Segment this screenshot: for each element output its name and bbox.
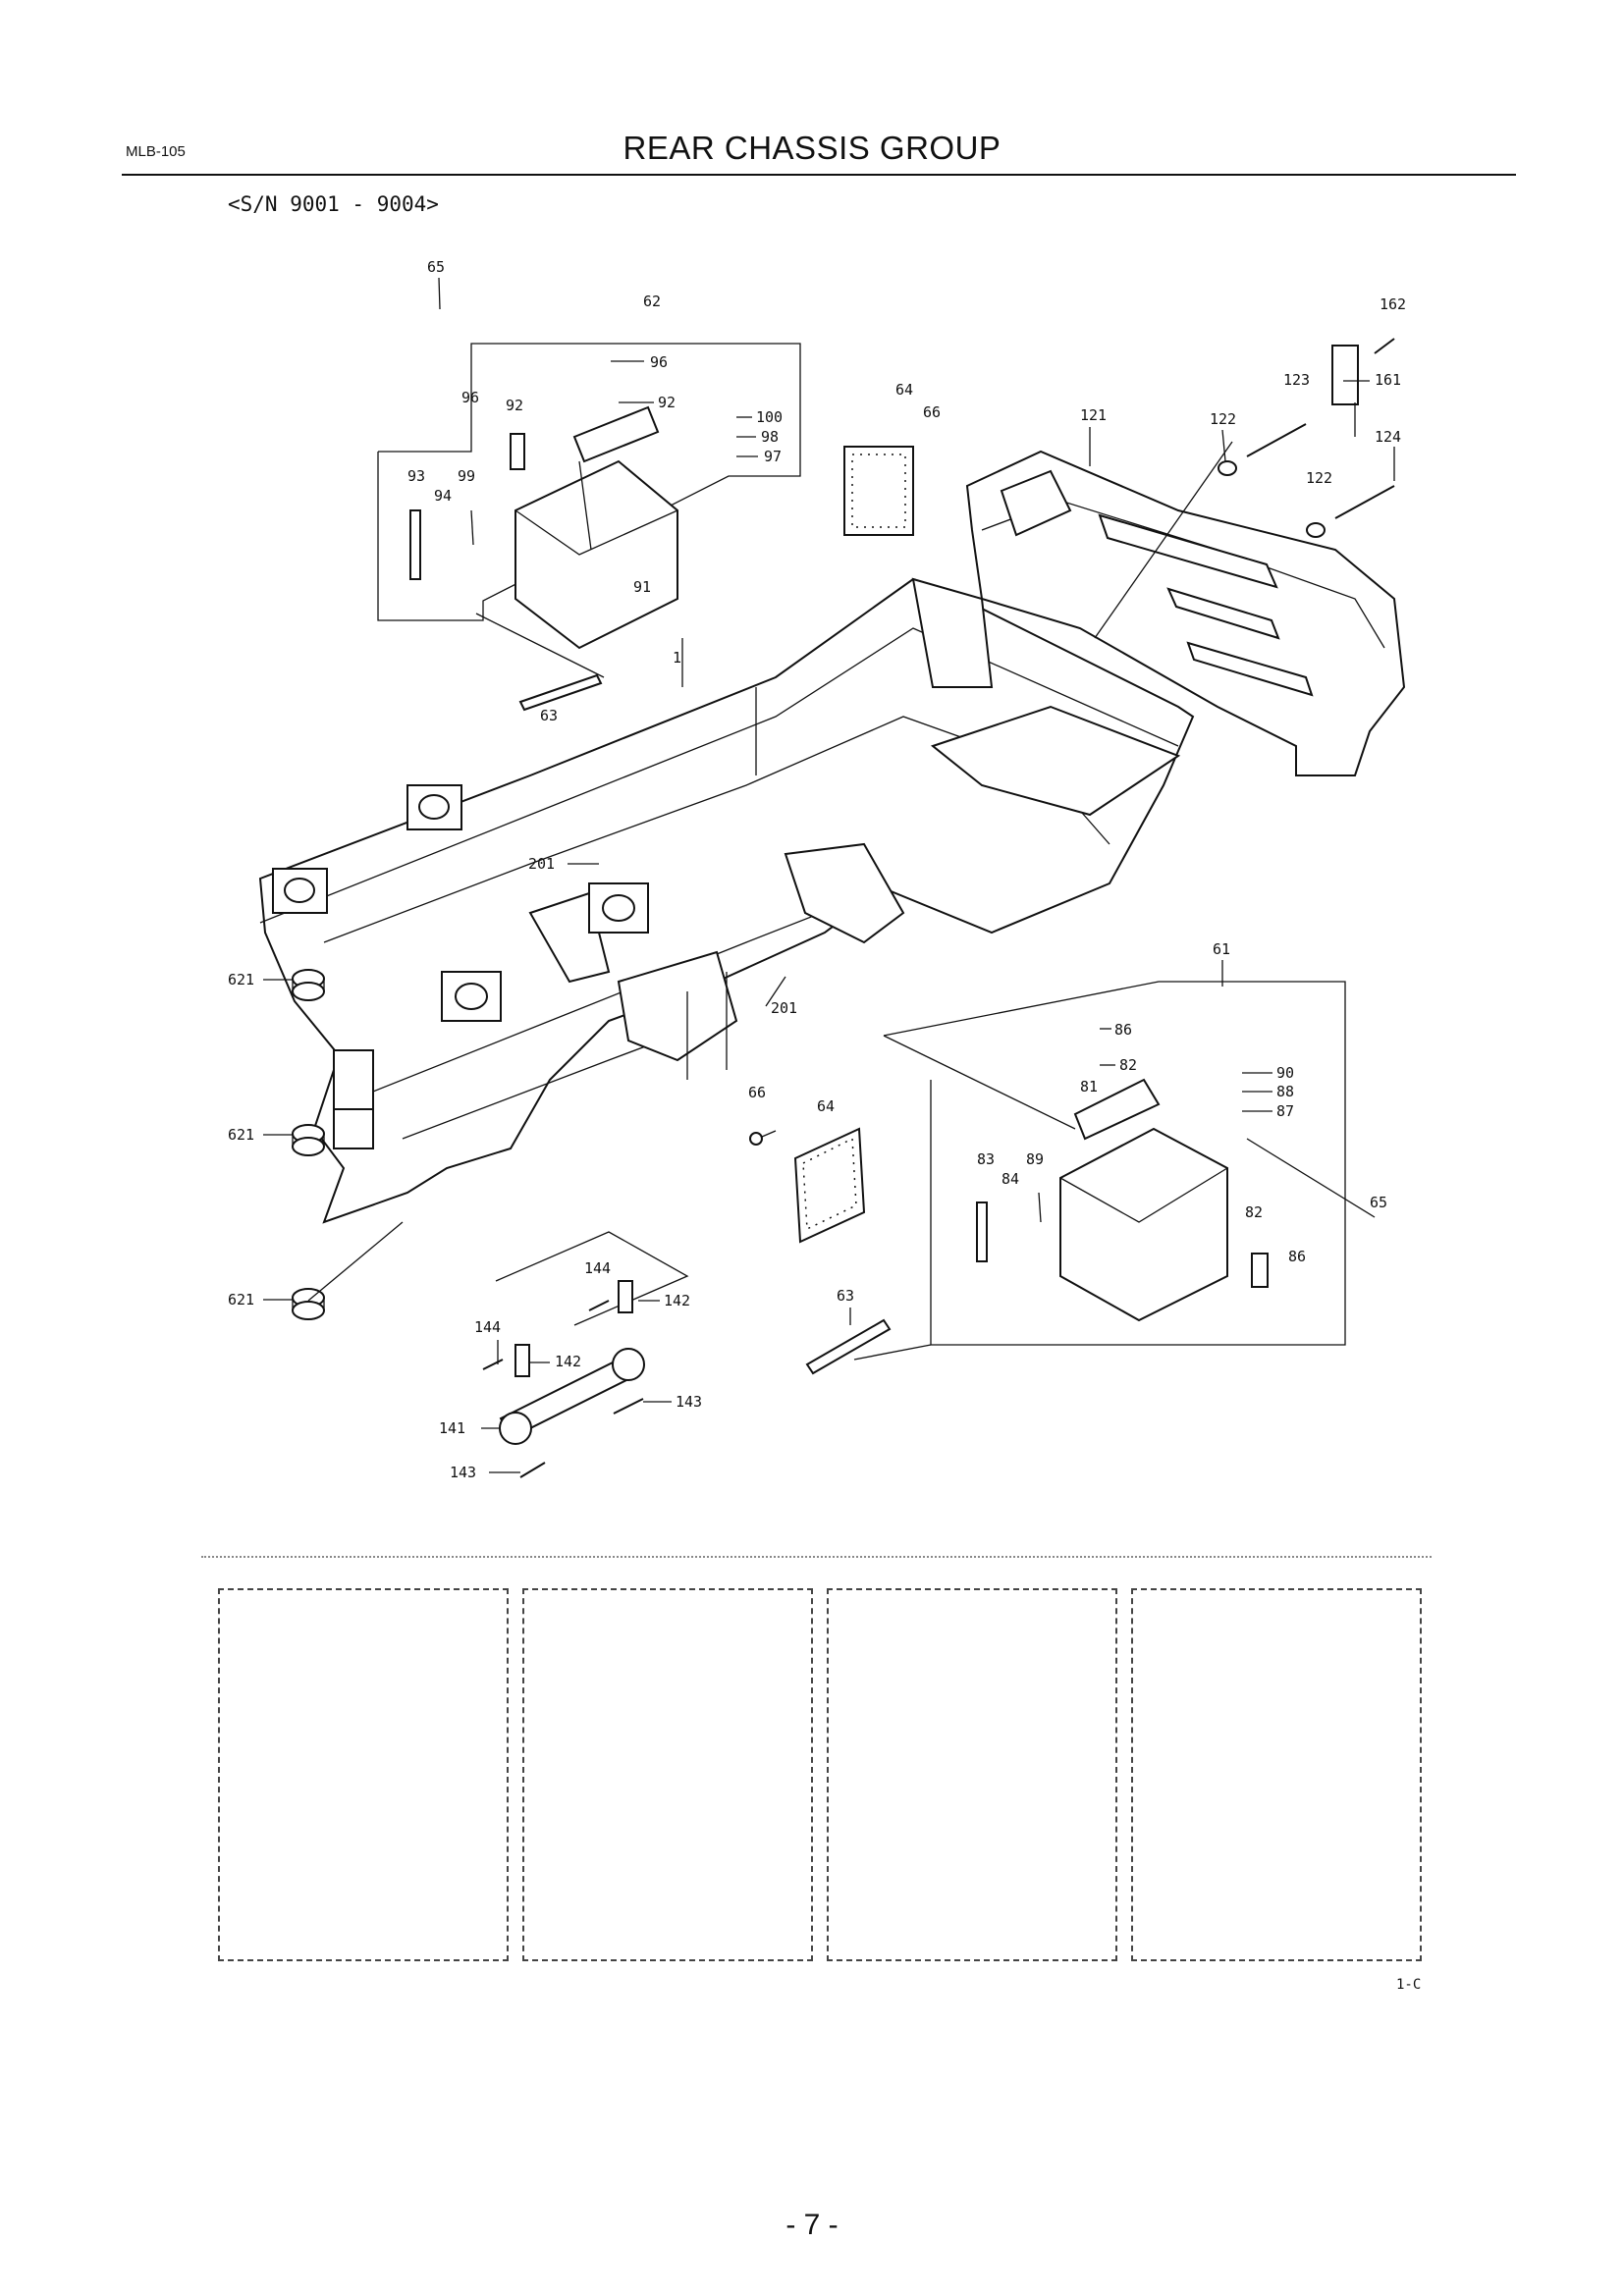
callout-88: 88 bbox=[1276, 1083, 1294, 1100]
callout-labels: 65 62 96 92 96 92 100 98 97 64 66 93 99 … bbox=[228, 258, 1406, 1481]
callout-142: 142 bbox=[555, 1353, 581, 1370]
callout-96: 96 bbox=[650, 353, 668, 371]
callout-97: 97 bbox=[764, 448, 782, 465]
callout-161: 161 bbox=[1375, 371, 1401, 389]
callout-92: 92 bbox=[506, 397, 523, 414]
center-link bbox=[482, 1231, 689, 1478]
callout-201: 201 bbox=[528, 855, 555, 873]
battery-box-lower bbox=[805, 981, 1376, 1375]
callout-142: 142 bbox=[664, 1292, 690, 1309]
callout-61: 61 bbox=[1213, 940, 1230, 958]
step-plate-lower bbox=[749, 1127, 866, 1244]
callout-141: 141 bbox=[439, 1419, 465, 1437]
callout-63: 63 bbox=[540, 707, 558, 724]
callout-144: 144 bbox=[584, 1259, 611, 1277]
callout-83: 83 bbox=[977, 1150, 995, 1168]
front-pivot-blocks bbox=[272, 784, 649, 1149]
callout-99: 99 bbox=[458, 467, 475, 485]
callout-66: 66 bbox=[748, 1084, 766, 1101]
callout-84: 84 bbox=[1001, 1170, 1019, 1188]
callout-621: 621 bbox=[228, 971, 254, 988]
callout-64: 64 bbox=[817, 1097, 835, 1115]
callout-65: 65 bbox=[427, 258, 445, 276]
callout-89: 89 bbox=[1026, 1150, 1044, 1168]
notes-separator bbox=[201, 1556, 1432, 1558]
callout-81: 81 bbox=[1080, 1078, 1098, 1095]
notes-box-4 bbox=[1131, 1588, 1422, 1961]
callout-65: 65 bbox=[1370, 1194, 1387, 1211]
callout-1: 1 bbox=[673, 649, 681, 667]
page-number: - 7 - bbox=[785, 2209, 839, 2241]
callout-100: 100 bbox=[756, 408, 783, 426]
document-code: MLB-105 bbox=[126, 143, 186, 160]
counterweight bbox=[965, 450, 1406, 776]
notes-box-3 bbox=[827, 1588, 1117, 1961]
notes-box-2 bbox=[522, 1588, 813, 1961]
page-title: REAR CHASSIS GROUP bbox=[623, 130, 1001, 166]
callout-122: 122 bbox=[1306, 469, 1332, 487]
callout-98: 98 bbox=[761, 428, 779, 446]
callout-86: 86 bbox=[1288, 1248, 1306, 1265]
exploded-parts-diagram: 65 62 96 92 96 92 100 98 97 64 66 93 99 … bbox=[228, 258, 1406, 1481]
callout-122: 122 bbox=[1210, 410, 1236, 428]
callout-82: 82 bbox=[1245, 1203, 1263, 1221]
callout-121: 121 bbox=[1080, 406, 1107, 424]
battery-box-upper bbox=[377, 343, 914, 712]
main-frame bbox=[258, 577, 1195, 1224]
callout-90: 90 bbox=[1276, 1064, 1294, 1082]
callout-621: 621 bbox=[228, 1126, 254, 1144]
bushings bbox=[292, 969, 404, 1320]
counterweight-bolts bbox=[1094, 338, 1395, 639]
header-rule bbox=[122, 174, 1516, 176]
callout-143: 143 bbox=[676, 1393, 702, 1411]
callout-162: 162 bbox=[1380, 295, 1406, 313]
callout-96: 96 bbox=[461, 389, 479, 406]
callout-123: 123 bbox=[1283, 371, 1310, 389]
serial-range: <S/N 9001 - 9004> bbox=[228, 192, 439, 216]
callout-86: 86 bbox=[1114, 1021, 1132, 1039]
callout-144: 144 bbox=[474, 1318, 501, 1336]
callout-62: 62 bbox=[643, 293, 661, 310]
callout-124: 124 bbox=[1375, 428, 1401, 446]
figure-reference: 1-C bbox=[1396, 1977, 1422, 1993]
callout-82: 82 bbox=[1119, 1056, 1137, 1074]
callout-143: 143 bbox=[450, 1464, 476, 1481]
callout-93: 93 bbox=[407, 467, 425, 485]
callout-63: 63 bbox=[837, 1287, 854, 1305]
callout-92: 92 bbox=[658, 394, 676, 411]
callout-201: 201 bbox=[771, 999, 797, 1017]
leader-lines bbox=[263, 277, 1395, 1473]
notes-box-1 bbox=[218, 1588, 509, 1961]
callout-87: 87 bbox=[1276, 1102, 1294, 1120]
callout-621: 621 bbox=[228, 1291, 254, 1308]
callout-64: 64 bbox=[895, 381, 913, 399]
callout-91: 91 bbox=[633, 578, 651, 596]
callout-66: 66 bbox=[923, 403, 941, 421]
callout-94: 94 bbox=[434, 487, 452, 505]
